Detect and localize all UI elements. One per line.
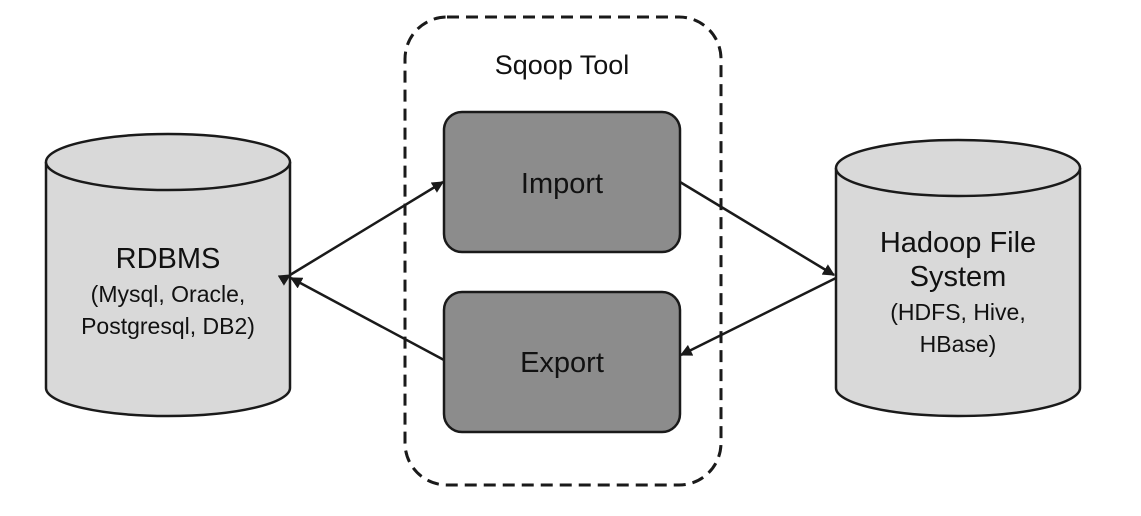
rdbms-cylinder-body <box>44 162 292 418</box>
hadoop-subtitle-line2: HBase) <box>920 331 997 357</box>
hadoop-cylinder-top <box>834 138 1082 198</box>
rdbms-database: RDBMS (Mysql, Oracle, Postgresql, DB2) <box>44 132 292 418</box>
export-box-shape <box>442 290 682 434</box>
hadoop-title-line2: System <box>910 261 1007 293</box>
export-label: Export <box>520 347 604 379</box>
hadoop-cylinder-body <box>834 168 1082 418</box>
sqoop-tool-title: Sqoop Tool <box>495 50 630 80</box>
arrow-export-to-rdbms <box>289 276 445 362</box>
rdbms-subtitle-line1: (Mysql, Oracle, <box>91 281 246 307</box>
arrow-rdbms-to-import <box>277 180 445 286</box>
arrow-import-to-hadoop <box>679 180 836 277</box>
hadoop-title-line1: Hadoop File <box>880 227 1036 259</box>
arrow-hadoop-to-export <box>679 276 837 357</box>
rdbms-title: RDBMS <box>116 243 221 275</box>
rdbms-subtitle-line2: Postgresql, DB2) <box>81 313 255 339</box>
hadoop-subtitle-line1: (HDFS, Hive, <box>890 299 1025 325</box>
export-box: Export <box>442 290 682 434</box>
import-label: Import <box>521 168 603 200</box>
import-box: Import <box>442 110 682 254</box>
hadoop-filesystem: Hadoop File System (HDFS, Hive, HBase) <box>834 138 1082 418</box>
rdbms-cylinder-top <box>44 132 292 192</box>
